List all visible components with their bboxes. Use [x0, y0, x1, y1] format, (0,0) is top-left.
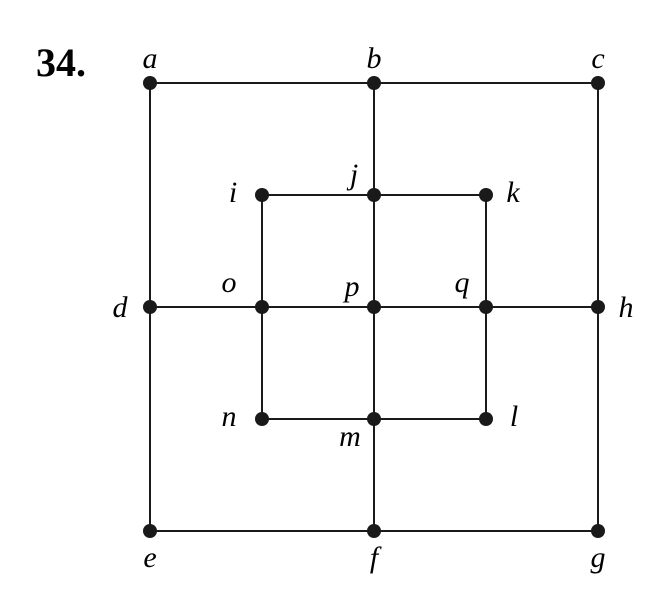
vertex-label-n: n [222, 400, 237, 433]
vertex-label-g: g [591, 541, 606, 574]
vertex-label-b: b [367, 42, 382, 75]
graph-nodes [143, 76, 605, 538]
vertex-label-j: j [346, 158, 358, 191]
vertex-m [367, 412, 381, 426]
graph-edges [149, 82, 599, 532]
vertex-k [479, 188, 493, 202]
vertex-label-o: o [222, 266, 237, 299]
vertex-label-a: a [143, 42, 158, 75]
vertex-f [367, 524, 381, 538]
vertex-label-h: h [619, 291, 634, 324]
graph-vertex-labels: a b c d e f g h i j k l m n o p q [113, 42, 634, 574]
vertex-label-f: f [370, 541, 382, 574]
vertex-i [255, 188, 269, 202]
vertex-label-i: i [229, 176, 237, 209]
vertex-b [367, 76, 381, 90]
vertex-label-p: p [343, 270, 360, 303]
vertex-h [591, 300, 605, 314]
vertex-label-l: l [510, 400, 518, 433]
vertex-l [479, 412, 493, 426]
vertex-g [591, 524, 605, 538]
vertex-label-c: c [591, 42, 604, 75]
vertex-c [591, 76, 605, 90]
vertex-label-d: d [113, 291, 129, 324]
vertex-label-e: e [143, 541, 156, 574]
vertex-o [255, 300, 269, 314]
vertex-e [143, 524, 157, 538]
vertex-q [479, 300, 493, 314]
vertex-d [143, 300, 157, 314]
vertex-label-k: k [506, 176, 520, 209]
vertex-j [367, 188, 381, 202]
vertex-n [255, 412, 269, 426]
vertex-label-q: q [455, 266, 470, 299]
vertex-label-m: m [339, 420, 361, 453]
problem-number: 34. [36, 40, 86, 85]
vertex-a [143, 76, 157, 90]
vertex-p [367, 300, 381, 314]
